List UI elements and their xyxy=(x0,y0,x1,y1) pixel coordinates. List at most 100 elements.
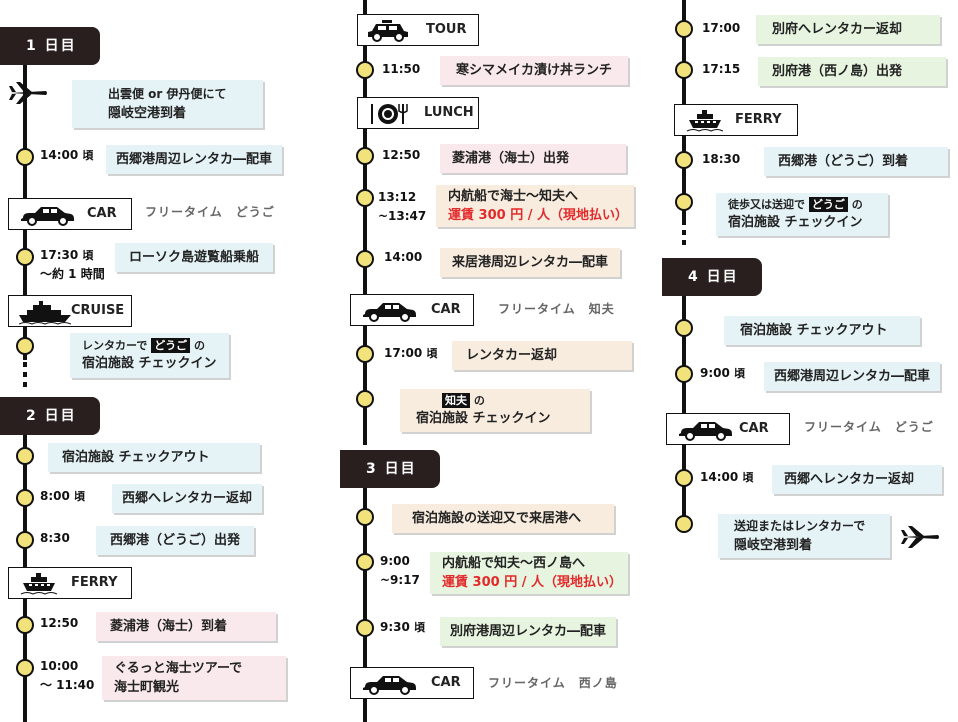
transport-tour: TOUR xyxy=(357,14,479,46)
event-card: レンタカー返却 xyxy=(452,341,632,370)
timeline-dot xyxy=(356,250,374,268)
timeline-dot xyxy=(675,515,693,533)
continuation-dots xyxy=(682,220,686,248)
timeline-dot xyxy=(16,531,34,549)
timeline-dot xyxy=(356,345,374,363)
timeline-dot xyxy=(16,616,34,634)
timeline-dot xyxy=(356,553,374,571)
event-time: 8:00 頃 xyxy=(40,489,86,503)
event-time: 9:30 頃 xyxy=(380,620,426,634)
timeline-dot xyxy=(356,619,374,637)
event-time: 17:30 頃～約 1 時間 xyxy=(40,248,105,281)
car-icon xyxy=(363,303,416,322)
event-card: ぐるっと海士ツアーで 海士町観光 xyxy=(102,656,286,700)
event-card: 西郷港周辺レンタカ―配車 xyxy=(106,145,283,174)
timeline-dot xyxy=(16,337,34,355)
event-card: 宿泊施設の送迎又で来居港へ xyxy=(392,504,614,533)
column-1: 1 日目 出雲便 or 伊丹便にて 隠岐空港到着 14:00 頃 西郷港周辺レン… xyxy=(0,0,300,722)
ferry-icon xyxy=(20,573,58,595)
event-card: 菱浦港（海士）到着 xyxy=(96,612,276,641)
car-icon xyxy=(21,207,74,226)
event-card: 知夫 の 宿泊施設 チェックイン xyxy=(400,389,590,432)
event-time: 18:30 xyxy=(702,152,741,166)
transport-car: CAR xyxy=(350,294,474,326)
transport-lunch: LUNCH xyxy=(357,97,479,129)
event-time: 13:12~13:47 xyxy=(378,190,427,223)
event-card: 別府港周辺レンタカ―配車 xyxy=(440,617,617,646)
timeline-dot xyxy=(675,193,693,211)
car-icon xyxy=(679,422,732,441)
timeline-line xyxy=(682,296,686,528)
timeline-dot xyxy=(356,61,374,79)
transport-car: CAR xyxy=(350,667,474,699)
timeline-dot xyxy=(675,61,693,79)
timeline-dot xyxy=(16,659,34,677)
event-card: 西郷港（どうご）出発 xyxy=(96,526,255,555)
day-header: 4 日目 xyxy=(662,258,762,296)
event-card: ローソク島遊覧船乗船 xyxy=(115,243,274,272)
event-card: 内航船で海士～知夫へ 運賃 300 円 / 人（現地払い） xyxy=(436,185,634,227)
timeline-line xyxy=(363,0,367,445)
lunch-icon xyxy=(371,104,408,124)
airplane-icon xyxy=(900,524,940,554)
timeline-line xyxy=(363,488,367,722)
event-time: 12:50 xyxy=(382,148,421,162)
car-icon xyxy=(363,676,416,695)
event-time: 17:00 頃 xyxy=(384,346,438,360)
timeline-dot xyxy=(16,489,34,507)
timeline-dot xyxy=(356,147,374,165)
taxi-icon xyxy=(368,20,408,42)
event-time: 14:00 頃 xyxy=(700,470,754,484)
event-time: 10:00～ 11:40 xyxy=(40,659,95,692)
column-2: TOUR 11:50 寒シマメイカ漬け丼ランチ LUNCH 12:50 菱浦港（… xyxy=(340,0,642,722)
event-card: 出雲便 or 伊丹便にて 隠岐空港到着 xyxy=(72,80,263,128)
transport-ferry: FERRY xyxy=(674,104,798,136)
event-time: 14:00 xyxy=(384,250,423,264)
event-time: 11:50 xyxy=(382,62,421,76)
timeline-dot xyxy=(675,319,693,337)
timeline-dot xyxy=(16,148,34,166)
timeline-dot xyxy=(16,447,34,465)
transport-car: CAR xyxy=(666,413,790,445)
place-tag: 知夫 xyxy=(442,393,470,408)
continuation-dots xyxy=(363,418,367,446)
event-time: 9:00 頃 xyxy=(700,366,746,380)
event-card: 別府港（西ノ島）出発 xyxy=(758,57,946,86)
event-time: 9:00~9:17 xyxy=(380,554,420,587)
event-card: 内航船で知夫～西ノ島へ 運賃 300 円 / 人（現地払い） xyxy=(430,552,628,594)
event-card: レンタカーで どうご の 宿泊施設 チェックイン xyxy=(70,333,229,378)
timeline-dot xyxy=(356,390,374,408)
column-3: 17:00 別府へレンタカー返却 17:15 別府港（西ノ島）出発 FERRY … xyxy=(660,0,958,722)
event-card: 寒シマメイカ漬け丼ランチ xyxy=(440,56,629,85)
timeline-dot xyxy=(16,248,34,266)
event-time: 12:50 xyxy=(40,616,79,630)
day-header: 2 日目 xyxy=(0,397,100,435)
ferry-icon xyxy=(686,110,724,132)
event-card: 菱浦港（海士）出発 xyxy=(440,144,626,173)
event-card: 西郷港（どうご）到着 xyxy=(764,147,948,176)
timeline-dot xyxy=(356,189,374,207)
event-card: 別府へレンタカー返却 xyxy=(756,15,940,44)
event-card: 徒歩又は送迎で どうご の 宿泊施設 チェックイン xyxy=(716,193,888,236)
event-card: 西郷へレンタカー返却 xyxy=(112,484,263,513)
continuation-dots xyxy=(23,362,27,390)
event-card: 宿泊施設 チェックアウト xyxy=(724,316,920,345)
transport-cruise: CRUISE xyxy=(8,295,132,327)
event-time: 8:30 xyxy=(40,531,70,545)
ship-icon xyxy=(19,301,71,325)
airplane-icon xyxy=(8,80,48,110)
timeline-dot xyxy=(675,365,693,383)
event-card: 宿泊施設 チェックアウト xyxy=(48,443,260,472)
day-header: 3 日目 xyxy=(340,450,440,488)
timeline-dot xyxy=(675,151,693,169)
event-time: 17:15 xyxy=(702,62,741,76)
event-time: 14:00 頃 xyxy=(40,148,94,162)
timeline-dot xyxy=(675,469,693,487)
free-time-note: フリータイム どうご xyxy=(145,205,275,219)
event-card: 西郷港周辺レンタカ―配車 xyxy=(764,362,941,391)
event-time: 17:00 xyxy=(702,21,741,35)
free-time-note: フリータイム 西ノ島 xyxy=(488,676,618,690)
event-card: 送迎またはレンタカーで 隠岐空港到着 xyxy=(718,514,890,558)
free-time-note: フリータイム どうご xyxy=(804,420,934,434)
timeline-dot xyxy=(675,20,693,38)
